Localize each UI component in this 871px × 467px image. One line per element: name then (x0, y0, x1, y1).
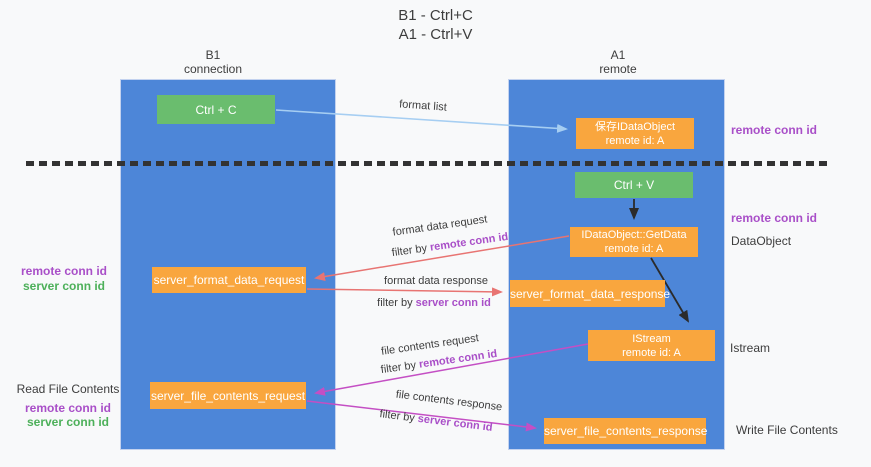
ctrl-c-label: Ctrl + C (195, 102, 237, 117)
format-data-response-filter-label: filter by server conn id (359, 297, 509, 309)
getdata-line1: IDataObject::GetData (581, 229, 687, 241)
ctrl-c-node: Ctrl + C (157, 95, 275, 124)
lane-header-a1: A1 remote (558, 48, 678, 76)
getdata-line2: remote id: A (604, 243, 664, 255)
read-file-contents-annotation-block: Read File Contents remote conn id server… (8, 382, 128, 429)
remote-conn-id-annotation-top: remote conn id (731, 123, 818, 137)
istream-line1: IStream (632, 332, 671, 345)
filter-by-prefix: filter by (377, 297, 416, 309)
lane-header-b1-name: B1 (205, 48, 221, 62)
dataobject-annotation: DataObject (731, 234, 792, 248)
server-format-data-response-node: server_format_data_response (510, 280, 671, 307)
server-format-data-response-label: server_format_data_response (510, 286, 671, 301)
save-idataobject-line1: 保存IDataObject (594, 120, 676, 133)
lane-header-b1: B1 connection (153, 48, 273, 76)
read-file-contents-annotation: Read File Contents (16, 382, 120, 396)
server-file-contents-request-label: server_file_contents_request (150, 388, 306, 403)
lane-header-b1-role: connection (183, 62, 243, 76)
left-remote-conn-id-bottom: remote conn id (24, 401, 111, 415)
server-file-contents-response-label: server_file_contents_response (544, 424, 708, 438)
istream-line2: remote id: A (622, 346, 681, 359)
ctrl-v-node: Ctrl + V (575, 172, 693, 198)
lane-header-a1-role: remote (599, 62, 637, 76)
title-line-2: A1 - Ctrl+V (398, 26, 473, 43)
remote-conn-id-annotation-mid: remote conn id (731, 211, 818, 225)
filter-by-prefix: filter by (380, 358, 420, 377)
lane-header-a1-name: A1 (610, 48, 626, 62)
server-conn-id-highlight: server conn id (415, 297, 491, 309)
left-conn-id-annotation-block: remote conn id server conn id (8, 264, 120, 294)
server-file-contents-response-node: server_file_contents_response (544, 418, 708, 444)
filter-by-prefix: filter by (391, 241, 431, 260)
write-file-contents-annotation: Write File Contents (736, 423, 838, 437)
save-idataobject-line2: remote id: A (605, 134, 665, 147)
save-idataobject-node: 保存IDataObject remote id: A (576, 118, 694, 149)
server-format-data-request-node: server_format_data_request (152, 267, 306, 293)
server-conn-id-highlight: server conn id (417, 412, 494, 434)
server-format-data-request-label: server_format_data_request (153, 273, 305, 287)
remote-conn-id-highlight: remote conn id (418, 347, 498, 371)
server-file-contents-request-node: server_file_contents_request (150, 382, 306, 409)
remote-conn-id-highlight: remote conn id (429, 230, 509, 254)
istream-node: IStream remote id: A (588, 330, 715, 361)
idataobject-getdata-node: IDataObject::GetData remote id: A (570, 227, 698, 257)
left-remote-conn-id-top: remote conn id (20, 264, 107, 278)
left-server-conn-id-bottom: server conn id (26, 415, 110, 429)
left-server-conn-id-top: server conn id (22, 279, 106, 293)
dashed-separator-line (26, 161, 832, 166)
diagram-title: B1 - Ctrl+C A1 - Ctrl+V (0, 6, 871, 44)
istream-annotation: Istream (730, 341, 771, 355)
format-list-arrow-label: format list (398, 98, 448, 114)
title-line-1: B1 - Ctrl+C (398, 7, 473, 24)
format-data-response-arrow (306, 287, 503, 297)
ctrl-v-label: Ctrl + V (613, 178, 655, 192)
filter-by-prefix: filter by (378, 408, 419, 425)
format-data-response-arrow-label: format data response (384, 275, 488, 287)
